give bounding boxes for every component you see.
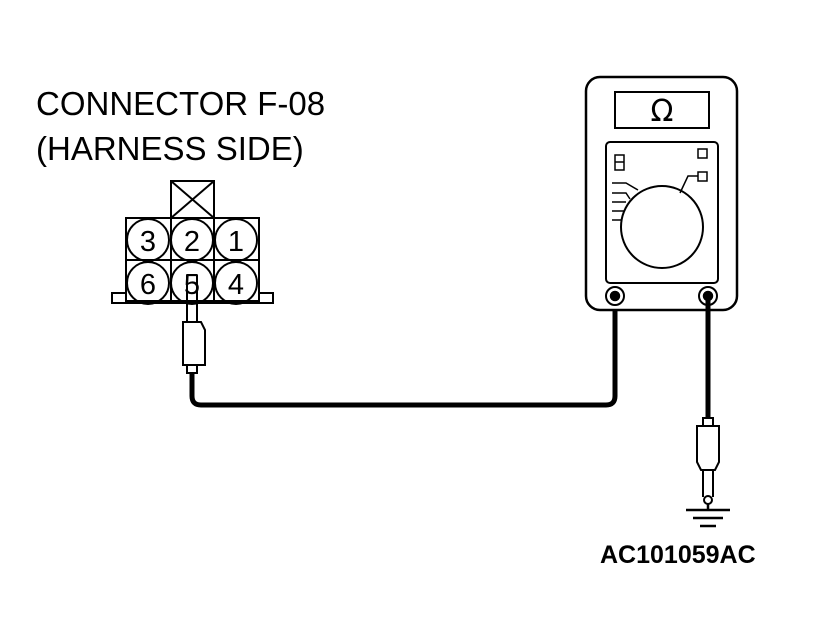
jack-com-hole [609,290,621,302]
connector-title-line1: CONNECTOR F-08 [36,85,325,122]
pin-label: 1 [228,226,244,258]
range-marker-icon [697,171,708,182]
pin-label: 4 [228,269,244,301]
connector-flange-left [111,292,127,304]
pin-6-circle [126,261,170,305]
connector-flange-right [258,292,274,304]
pin-label: 3 [140,226,156,258]
pin-4-circle [214,261,258,305]
connector-f-08 [111,180,274,305]
latch-cross-line [170,180,215,219]
dial-tick [612,182,639,191]
multimeter-display [614,91,710,129]
pin-5-circle [170,261,214,305]
probe-left-handle [182,321,206,366]
probe-right [696,417,720,505]
dial-tick [612,192,631,200]
connector-title-line2: (HARNESS SIDE) [36,130,304,167]
multimeter-rotary-dial [620,185,704,269]
test-lead-left [189,297,618,408]
probe-right-boot [702,417,714,427]
probe-right-handle [696,425,720,471]
probe-left [182,275,206,374]
multimeter [584,75,739,312]
pin-label: 2 [184,226,200,258]
ohm-symbol: Ω [651,94,674,129]
probe-right-contact [703,495,713,505]
dial-tick [679,175,698,194]
ground-icon [686,504,730,528]
probe-left-boot [186,364,198,374]
range-marker-icon [697,148,708,159]
figure-code: AC101059AC [600,541,756,569]
pin-label: 6 [140,269,156,301]
